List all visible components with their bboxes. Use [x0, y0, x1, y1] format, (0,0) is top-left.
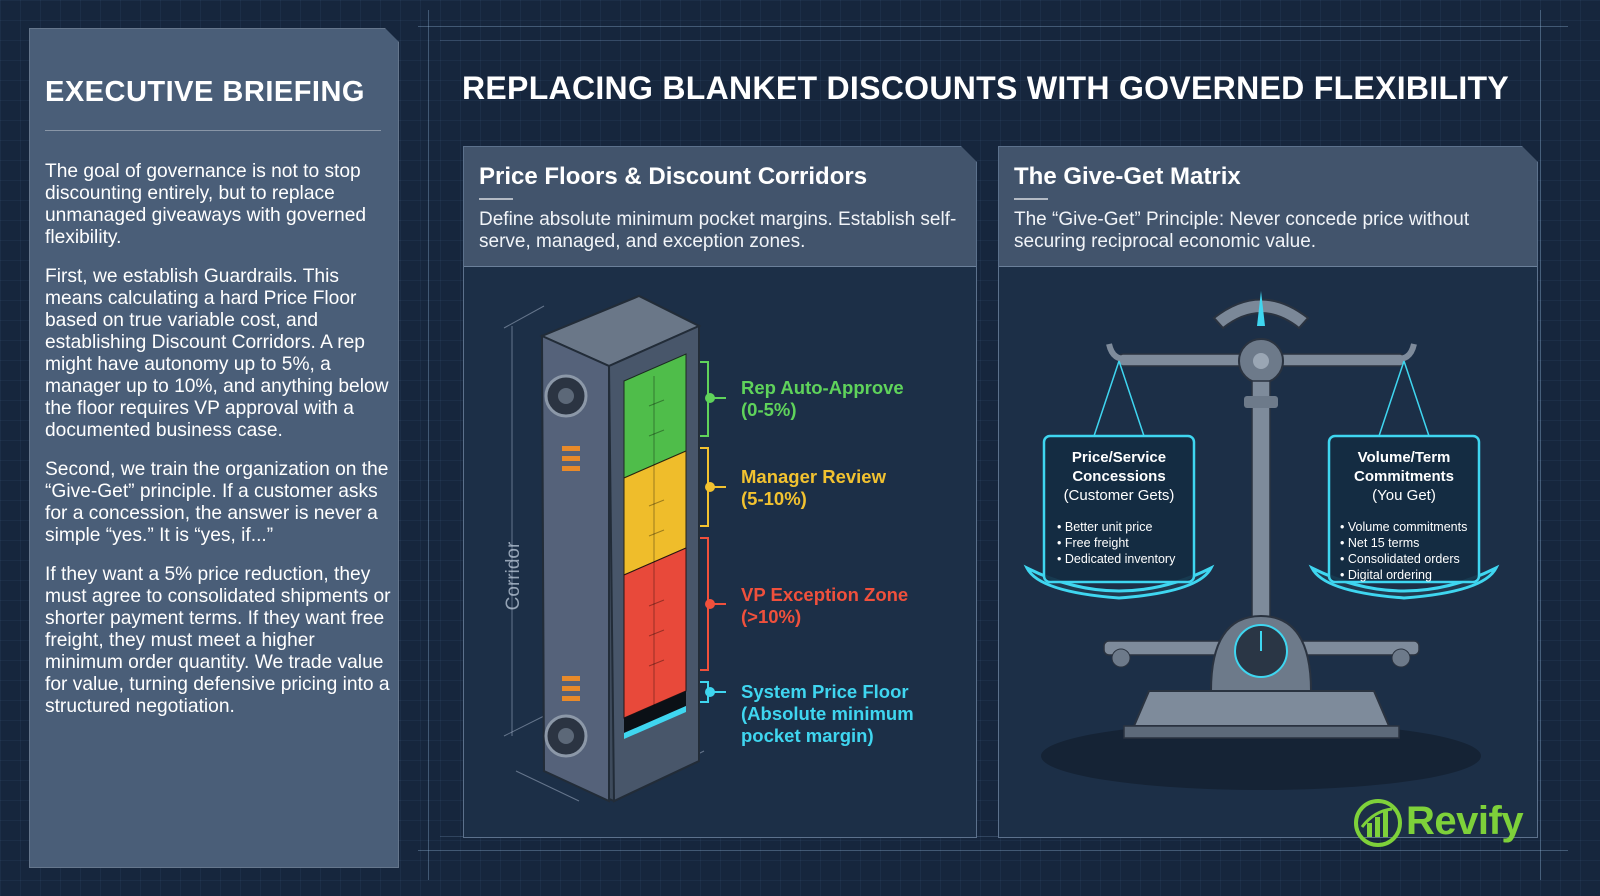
right-pan-subtitle: (You Get): [1372, 487, 1436, 504]
zone-label-vp: VP Exception Zone: [741, 584, 908, 605]
revify-logo-icon: [1354, 799, 1402, 847]
right-pan-item: • Net 15 terms: [1340, 536, 1419, 550]
bracket-dot-cyan: [705, 687, 715, 697]
right-pan-item: • Volume commitments: [1340, 520, 1467, 534]
frame-line-inner-bottom: [440, 836, 1530, 837]
corridor-axis-label: Corridor: [503, 541, 524, 610]
briefing-title: EXECUTIVE BRIEFING: [45, 76, 365, 108]
briefing-divider: [45, 130, 381, 131]
main-title: REPLACING BLANKET DISCOUNTS WITH GOVERNE…: [462, 70, 1510, 106]
corridor-diagram: Corridor: [503, 294, 914, 803]
give-get-card-description: The “Give-Get” Principle: Never concede …: [1014, 209, 1470, 252]
zone-band-floor: [624, 691, 686, 733]
corridor-card-description: Define absolute minimum pocket margins. …: [479, 209, 957, 252]
bracket-dot-red: [705, 599, 715, 609]
briefing-paragraph: First, we establish Guardrails. This mea…: [45, 266, 389, 441]
corridor-zones: [623, 353, 687, 739]
zone-label-manager: Manager Review: [741, 466, 887, 487]
frame-line-inner-top: [440, 40, 1530, 41]
revify-logo-text: Revify: [1406, 799, 1524, 843]
briefing-paragraph: The goal of governance is not to stop di…: [45, 161, 367, 248]
give-get-card-header: The Give-Get Matrix The “Give-Get” Princ…: [999, 147, 1537, 267]
zone-band-cyan: [624, 706, 686, 739]
bracket-dot-green: [705, 393, 715, 403]
right-pan: [1308, 434, 1500, 600]
left-pan-item: • Better unit price: [1057, 520, 1152, 534]
zone-label-floor: System Price Floor: [741, 681, 909, 702]
left-pan: [1023, 434, 1215, 600]
zone-band-red: [623, 547, 687, 719]
scale-base: [1103, 614, 1420, 739]
frame-line-bottom: [418, 850, 1568, 851]
corridor-card-header: Price Floors & Discount Corridors Define…: [464, 147, 976, 267]
left-pan-item: • Free freight: [1057, 536, 1129, 550]
corridor-card-rule: [479, 198, 513, 200]
give-get-card: The Give-Get Matrix The “Give-Get” Princ…: [998, 146, 1538, 838]
briefing-paragraph: If they want a 5% price reduction, they …: [45, 564, 391, 717]
right-pan-title-2: Commitments: [1354, 468, 1454, 485]
zone-label-floor-line2: (Absolute minimum: [741, 703, 914, 724]
right-pan-title: Volume/Term: [1358, 449, 1451, 466]
briefing-text: The goal of governance is not to stop di…: [45, 161, 391, 735]
zone-label-manager-range: (5-10%): [741, 488, 807, 509]
give-get-card-rule: [1014, 198, 1048, 200]
balance-scale-diagram: Price/Service Concessions (Customer Gets…: [1023, 291, 1500, 790]
briefing-paragraph: Second, we train the organization on the…: [45, 459, 389, 546]
scale-beam: [1106, 338, 1417, 642]
card-corner-notch: [1522, 146, 1538, 162]
right-pan-item: • Digital ordering: [1340, 568, 1432, 582]
right-pan-item: • Consolidated orders: [1340, 552, 1460, 566]
left-pan-title-2: Concessions: [1072, 468, 1165, 485]
frame-line-left: [428, 10, 429, 880]
zone-label-vp-range: (>10%): [741, 606, 801, 627]
corridor-card: Price Floors & Discount Corridors Define…: [463, 146, 977, 838]
give-get-card-title: The Give-Get Matrix: [1014, 163, 1241, 190]
scale-top-gauge: [1212, 291, 1310, 330]
frame-line-right: [1540, 10, 1541, 880]
zone-label-floor-line3: pocket margin): [741, 725, 874, 746]
bracket-dot-yellow: [705, 482, 715, 492]
left-pan-title: Price/Service: [1072, 449, 1166, 466]
frame-line-top: [418, 26, 1568, 27]
left-pan-item: • Dedicated inventory: [1057, 552, 1176, 566]
zone-label-rep: Rep Auto-Approve: [741, 377, 904, 398]
revify-logo: Revify: [1352, 795, 1532, 851]
card-corner-notch: [961, 146, 977, 162]
zone-brackets: [700, 361, 726, 703]
pan-chains: [1093, 360, 1430, 437]
zone-label-rep-range: (0-5%): [741, 399, 797, 420]
executive-briefing-panel: EXECUTIVE BRIEFING The goal of governanc…: [29, 28, 399, 868]
corridor-card-title: Price Floors & Discount Corridors: [479, 163, 868, 190]
left-pan-subtitle: (Customer Gets): [1064, 487, 1175, 504]
